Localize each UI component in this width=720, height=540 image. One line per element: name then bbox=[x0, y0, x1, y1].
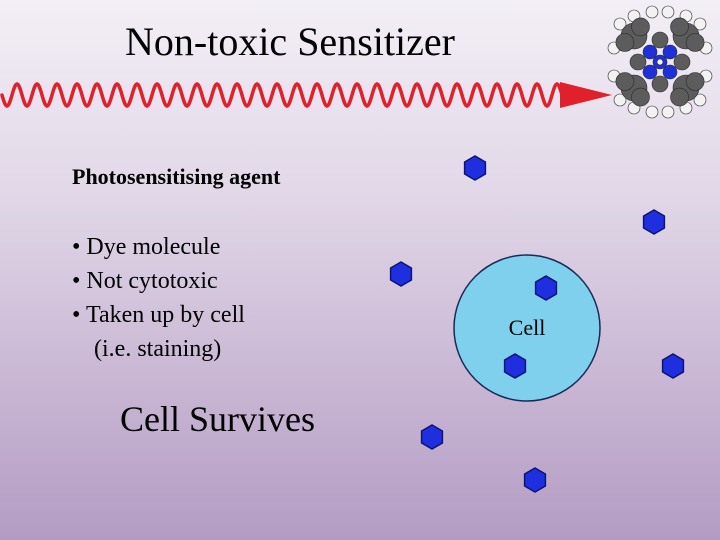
light-wave-icon bbox=[0, 82, 564, 108]
atom bbox=[662, 64, 678, 80]
atom bbox=[656, 58, 664, 66]
bullet-list: • Dye molecule • Not cytotoxic • Taken u… bbox=[72, 230, 245, 366]
atom bbox=[693, 17, 707, 31]
atom bbox=[651, 31, 669, 49]
hexagon-molecule-icon bbox=[420, 424, 444, 450]
bullet-item: • Taken up by cell bbox=[72, 302, 245, 328]
atom bbox=[645, 5, 659, 19]
hexagon-molecule-icon bbox=[534, 275, 558, 301]
atom bbox=[645, 105, 659, 119]
atom bbox=[685, 33, 705, 52]
atom bbox=[613, 93, 627, 107]
atom bbox=[662, 44, 678, 60]
atom bbox=[629, 53, 647, 71]
outcome-text: Cell Survives bbox=[120, 399, 315, 439]
atom bbox=[651, 75, 669, 93]
sensitizer-molecules bbox=[389, 155, 685, 493]
atom bbox=[670, 17, 689, 37]
atom bbox=[631, 17, 650, 37]
atom bbox=[631, 87, 650, 107]
cell-body bbox=[453, 254, 601, 402]
atom bbox=[613, 17, 627, 31]
hexagon-molecule-icon bbox=[389, 261, 413, 287]
hexagon-molecule-icon bbox=[503, 353, 527, 379]
atom bbox=[661, 105, 675, 119]
bullet-item: • Dye molecule bbox=[72, 234, 221, 260]
atom bbox=[670, 87, 689, 107]
bullet-item: (i.e. staining) bbox=[94, 336, 222, 362]
agent-heading: Photosensitising agent bbox=[72, 164, 281, 189]
hexagon-molecule-icon bbox=[661, 353, 685, 379]
slide-title: Non-toxic Sensitizer bbox=[125, 19, 455, 64]
atom bbox=[685, 72, 705, 91]
hexagon-molecule-icon bbox=[523, 467, 547, 493]
hexagon-molecule-icon bbox=[463, 155, 487, 181]
atom bbox=[615, 72, 635, 91]
bullet-item: • Not cytotoxic bbox=[72, 268, 218, 294]
atom bbox=[661, 5, 675, 19]
atom bbox=[642, 44, 658, 60]
atom bbox=[673, 53, 691, 71]
atom bbox=[615, 33, 635, 52]
atom bbox=[693, 93, 707, 107]
porphyrin-molecule-icon bbox=[607, 5, 713, 119]
atom bbox=[642, 64, 658, 80]
arrow-head-icon bbox=[560, 82, 612, 108]
hexagon-molecule-icon bbox=[642, 209, 666, 235]
cell-label: Cell bbox=[509, 315, 546, 340]
